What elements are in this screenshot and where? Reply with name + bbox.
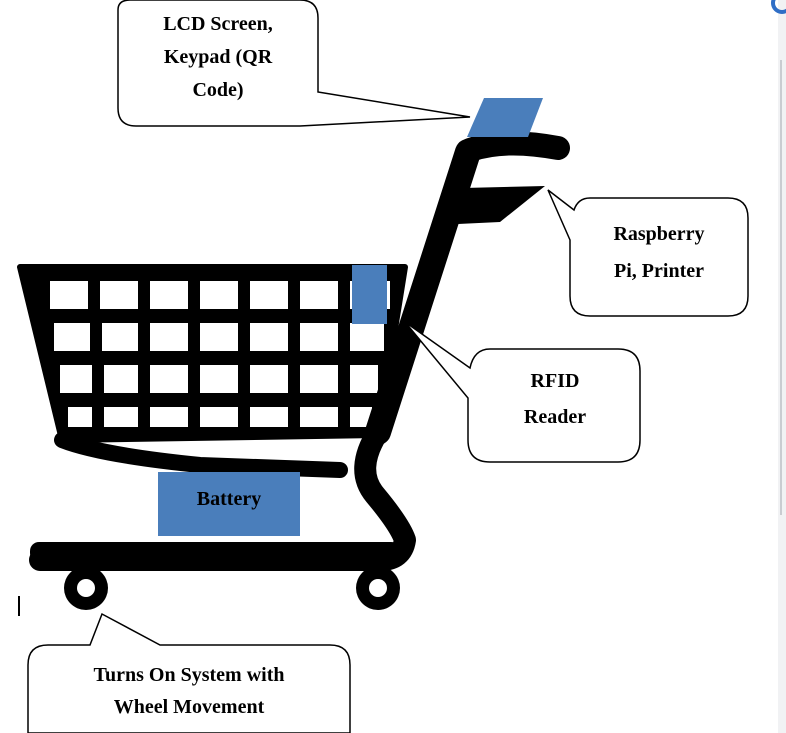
- cursor-mark: [18, 596, 20, 616]
- scrollbar-track[interactable]: [780, 60, 782, 515]
- rfid-label-line-2: Reader: [524, 406, 586, 428]
- corner-badge-icon: [771, 0, 786, 14]
- lcd-label-line-1: LCD Screen,: [163, 13, 273, 35]
- lcd-callout: [117, 0, 471, 127]
- front-wheel-icon: [64, 566, 108, 610]
- wheel-label-line-1: Turns On System with: [94, 664, 285, 686]
- battery-label: Battery: [197, 488, 261, 510]
- rfid-reader-component: [352, 265, 387, 324]
- cart-inner-strut: [54, 432, 348, 478]
- wheel-label-line-2: Wheel Movement: [114, 696, 265, 718]
- rear-wheel-icon: [356, 566, 400, 610]
- raspberry-label-line-2: Pi, Printer: [614, 260, 704, 282]
- cart-handle-post: [365, 139, 481, 445]
- lcd-screen-component: [467, 98, 543, 137]
- rfid-label-line-1: RFID: [531, 370, 580, 392]
- wheel-callout: [27, 612, 351, 733]
- lcd-label-line-3: Code): [192, 79, 243, 101]
- cart-handle-lower: [458, 186, 545, 224]
- cart-bottom-rail: [30, 542, 400, 562]
- cart-handle-grip: [458, 131, 570, 162]
- lcd-label-line-2: Keypad (QR: [164, 46, 273, 68]
- window-edge: [778, 0, 786, 733]
- rfid-callout: [404, 321, 641, 463]
- raspberry-callout: [547, 189, 749, 317]
- battery-component: [158, 472, 300, 536]
- raspberry-label-line-1: Raspberry: [613, 223, 704, 245]
